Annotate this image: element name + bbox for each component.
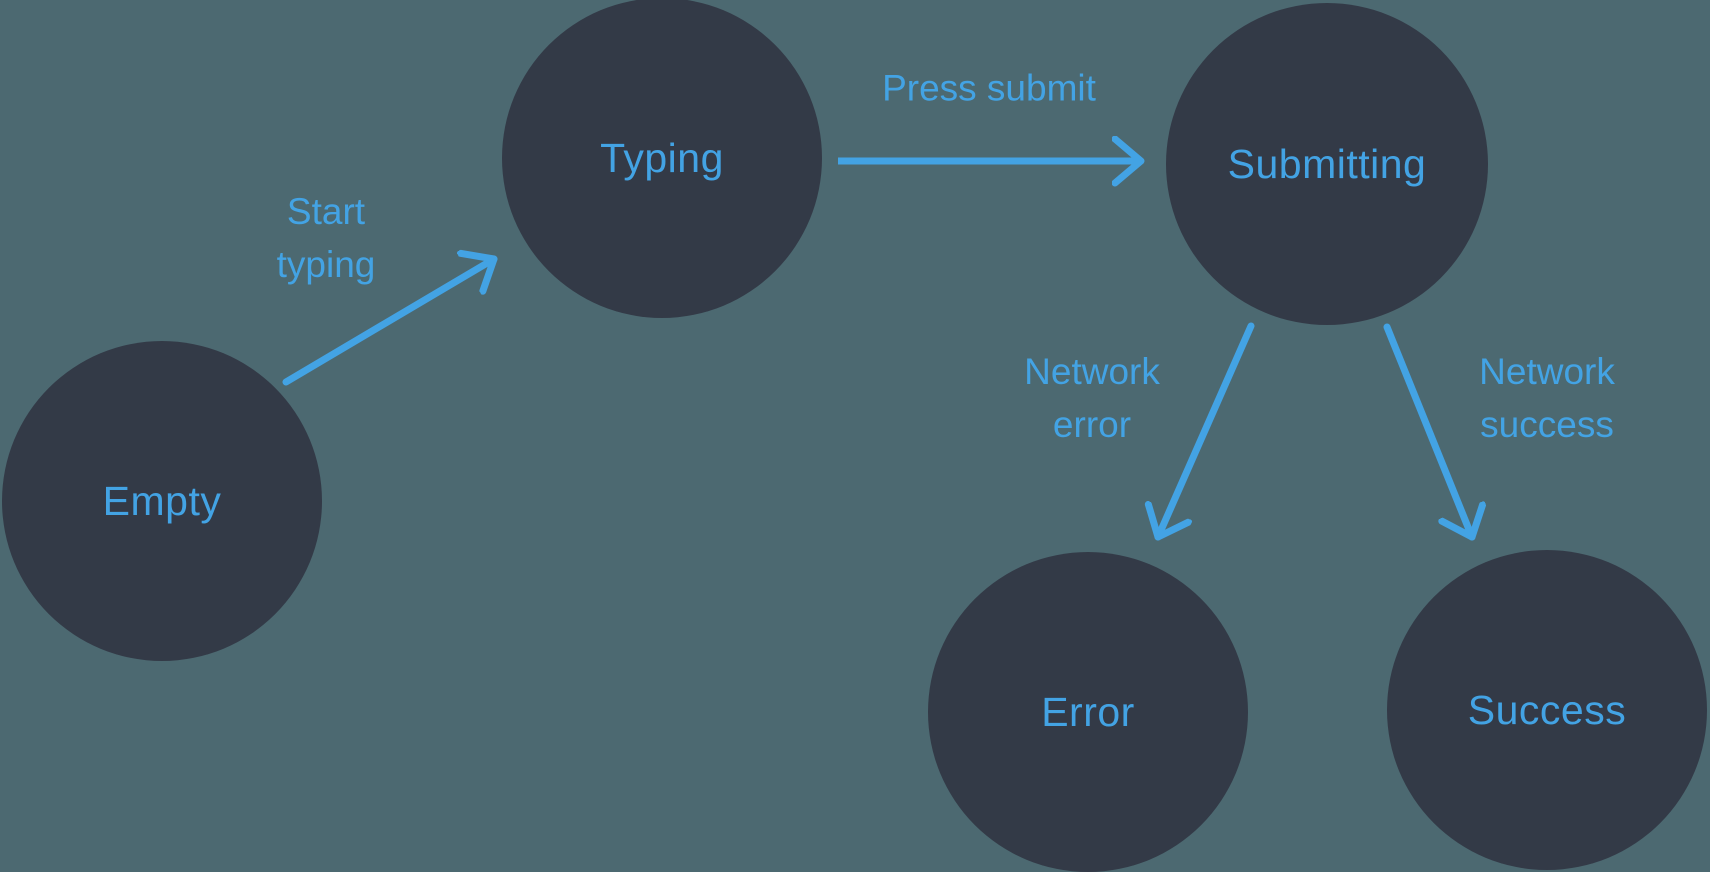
edge-submitting-to-error: [1158, 322, 1255, 541]
edge-label-line: Network: [1479, 351, 1615, 392]
node-typing: Typing: [502, 0, 822, 318]
node-success: Success: [1387, 550, 1707, 870]
edge-label-line: typing: [276, 244, 376, 285]
node-success-label: Success: [1467, 686, 1627, 733]
node-error-label: Error: [1041, 688, 1135, 735]
node-submitting-label: Submitting: [1227, 140, 1427, 187]
node-empty-label: Empty: [102, 477, 222, 524]
edge-label-line: success: [1480, 404, 1614, 445]
edge-submitting-to-success: [1383, 323, 1472, 541]
edge-label-start-typing: Start typing: [277, 185, 376, 291]
edge-label-line: error: [1052, 404, 1132, 445]
edge-label-network-error: Network error: [1024, 345, 1160, 451]
edge-label-line: Start: [286, 191, 366, 232]
edge-label-line: Network: [1024, 351, 1160, 392]
edge-label-line: Press submit: [882, 67, 1096, 109]
edge-label-network-success: Network success: [1479, 345, 1615, 451]
node-submitting: Submitting: [1166, 3, 1488, 325]
node-error: Error: [928, 552, 1248, 872]
node-empty: Empty: [2, 341, 322, 661]
node-typing-label: Typing: [600, 134, 724, 181]
edge-label-press-submit: Press submit: [882, 62, 1096, 115]
edge-empty-to-typing: [282, 259, 498, 386]
